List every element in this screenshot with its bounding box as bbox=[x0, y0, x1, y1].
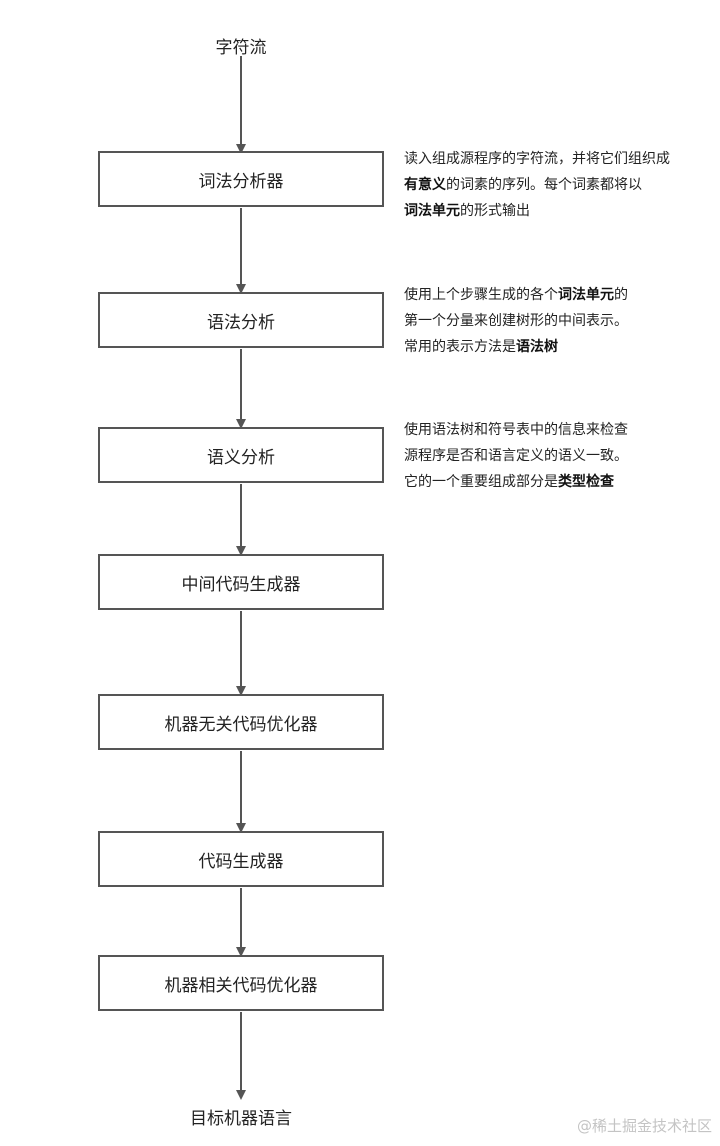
stage-code-generator: 代码生成器 bbox=[98, 831, 384, 887]
note-parser-line-2: 第一个分量来创建树形的中间表示。 bbox=[404, 313, 628, 329]
note-semantic: 使用语法树和符号表中的信息来检查 源程序是否和语言定义的语义一致。 它的一个重要… bbox=[404, 417, 714, 495]
output-label: 目标机器语言 bbox=[190, 1109, 292, 1129]
note-lexer-line-1: 读入组成源程序的字符流，并将它们组织成 bbox=[404, 151, 670, 167]
watermark: @稀土掘金技术社区 bbox=[576, 1117, 712, 1135]
note-lexer-line-2: 有意义的词素的序列。每个词素都将以 bbox=[404, 172, 714, 198]
note-lexer: 读入组成源程序的字符流，并将它们组织成 有意义的词素的序列。每个词素都将以 词法… bbox=[404, 146, 714, 224]
note-semantic-line-2: 源程序是否和语言定义的语义一致。 bbox=[404, 448, 628, 464]
note-semantic-line-1: 使用语法树和符号表中的信息来检查 bbox=[404, 422, 628, 438]
note-parser-line-3: 常用的表示方法是语法树 bbox=[404, 334, 714, 360]
note-lexer-emphasis-1: 有意义 bbox=[404, 177, 446, 193]
note-parser-line-1: 使用上个步骤生成的各个词法单元的 bbox=[404, 282, 714, 308]
note-lexer-line-3-text: 的形式输出 bbox=[460, 203, 530, 219]
note-semantic-line-3-text: 它的一个重要组成部分是 bbox=[404, 474, 558, 490]
stage-parser: 语法分析 bbox=[98, 292, 384, 348]
input-label: 字符流 bbox=[215, 38, 267, 58]
note-lexer-emphasis-2: 词法单元 bbox=[404, 203, 460, 219]
note-parser-emphasis-1: 词法单元 bbox=[558, 287, 614, 303]
note-parser-line-3-text: 常用的表示方法是 bbox=[404, 339, 516, 355]
stage-machine-independent-optimizer: 机器无关代码优化器 bbox=[98, 694, 384, 750]
note-parser-line-1-tail: 的 bbox=[614, 287, 628, 303]
note-semantic-emphasis: 类型检查 bbox=[558, 474, 614, 490]
note-lexer-line-3: 词法单元的形式输出 bbox=[404, 198, 714, 224]
note-parser-line-1-text: 使用上个步骤生成的各个 bbox=[404, 287, 558, 303]
stage-lexer: 词法分析器 bbox=[98, 151, 384, 207]
stage-machine-dependent-optimizer: 机器相关代码优化器 bbox=[98, 955, 384, 1011]
note-lexer-line-2-text: 的词素的序列。每个词素都将以 bbox=[446, 177, 642, 193]
note-parser-emphasis-2: 语法树 bbox=[516, 339, 558, 355]
stage-semantic-analyzer: 语义分析 bbox=[98, 427, 384, 483]
note-semantic-line-3: 它的一个重要组成部分是类型检查 bbox=[404, 469, 714, 495]
stage-ir-generator: 中间代码生成器 bbox=[98, 554, 384, 610]
note-parser: 使用上个步骤生成的各个词法单元的 第一个分量来创建树形的中间表示。 常用的表示方… bbox=[404, 282, 714, 360]
